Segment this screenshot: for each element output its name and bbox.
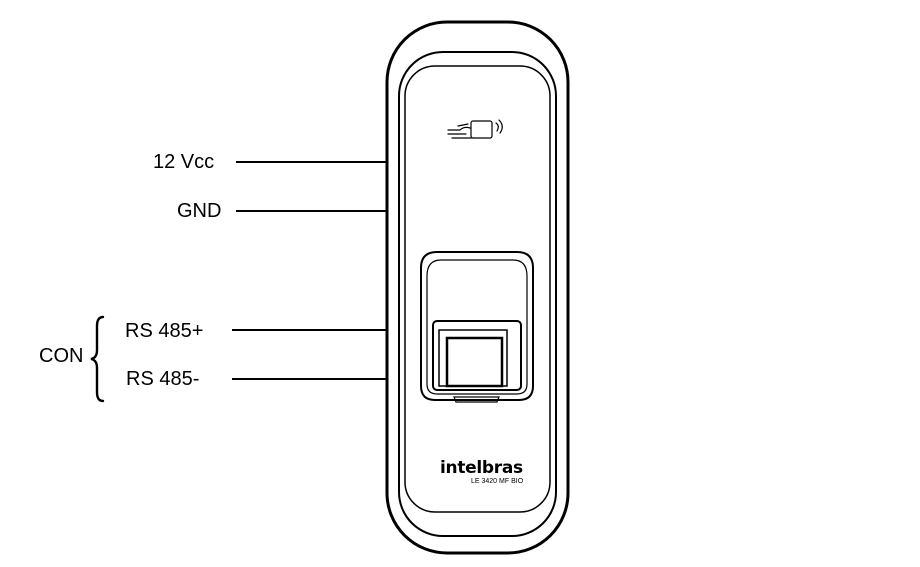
label-con: CON <box>39 345 84 367</box>
label-gnd: GND <box>177 200 222 222</box>
wire-gnd <box>236 210 386 212</box>
label-rs485-minus: RS 485- <box>126 368 200 390</box>
label-12vcc: 12 Vcc <box>153 151 215 173</box>
card-reader-icon <box>447 119 503 139</box>
wire-rs485-minus <box>232 378 386 380</box>
label-rs485-plus: RS 485+ <box>125 320 204 342</box>
fingerprint-sensor <box>420 251 534 403</box>
brand-logo: intelbras <box>440 458 523 478</box>
con-brace <box>90 315 105 403</box>
model-label: LE 3420 MF BIO <box>471 478 524 485</box>
wire-12vcc <box>236 161 386 163</box>
wire-rs485-plus <box>232 329 386 331</box>
